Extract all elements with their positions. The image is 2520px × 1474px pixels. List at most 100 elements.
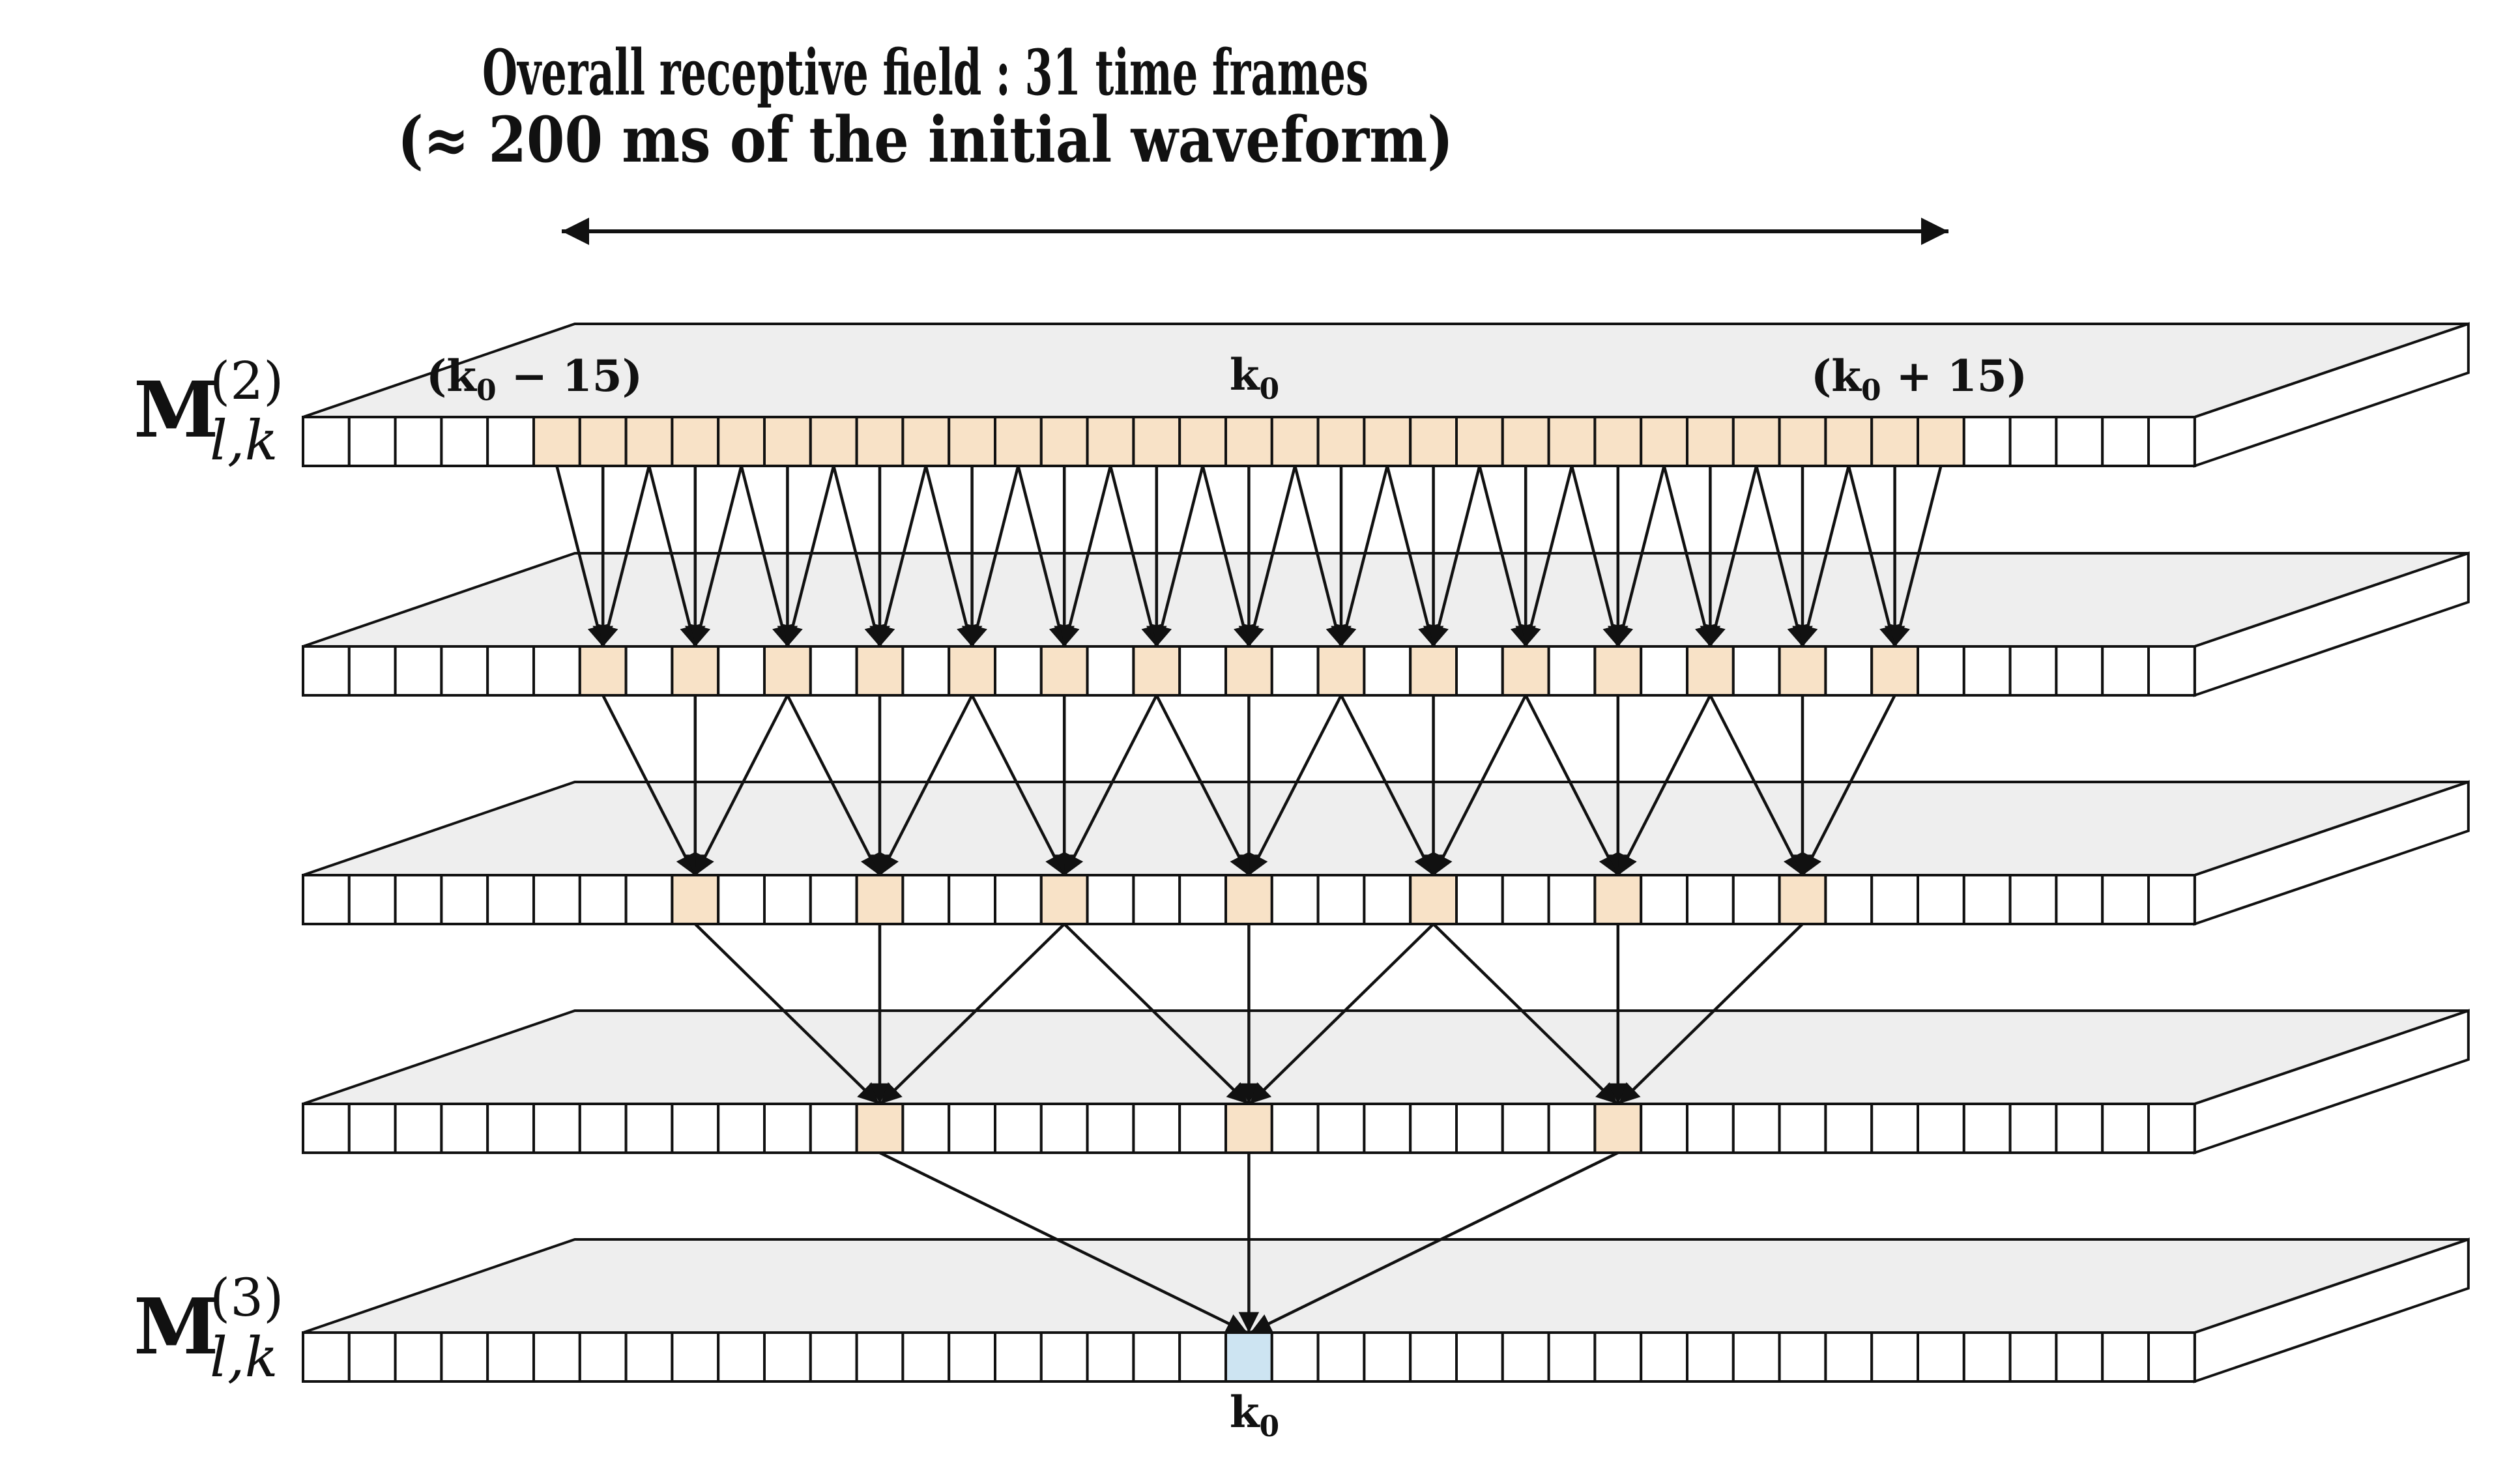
layer-cell: [855, 1331, 905, 1383]
layer-cell: [1962, 416, 2012, 467]
layer-cell: [2147, 645, 2196, 697]
layer-cell: [486, 1331, 536, 1383]
layer-cell: [1778, 1103, 1827, 1154]
layer-cell: [1039, 874, 1089, 925]
layer-cell: [763, 645, 812, 697]
layer-cell: [1086, 645, 1135, 697]
layer-cell: [1778, 645, 1827, 697]
svg-text:M: M: [134, 1281, 219, 1372]
layer-cell: [1686, 645, 1735, 697]
title-line-1: Overall receptive field : 31 time frames: [482, 36, 1369, 109]
frame-label-k0-top: k0: [1230, 349, 1279, 406]
connection-arrow: [1249, 923, 1435, 1105]
layer-cell: [901, 645, 951, 697]
layer-cell: [578, 1103, 628, 1154]
layer-plane-top: [302, 1238, 2469, 1334]
connection-arrow: [1613, 465, 1666, 647]
layer-cell: [624, 1331, 674, 1383]
layer-cell: [1178, 874, 1227, 925]
connection-arrow: [601, 694, 697, 876]
layer-cell: [2008, 416, 2058, 467]
layer-cell: [1178, 416, 1227, 467]
layer-cell: [1731, 1103, 1781, 1154]
layer-cell: [578, 645, 628, 697]
layer-cell: [1778, 1331, 1827, 1383]
layer-cell: [347, 874, 397, 925]
layer-cell: [901, 1103, 951, 1154]
layer-cell: [809, 1103, 858, 1154]
layer-cell: [1363, 645, 1412, 697]
layer-cell: [2055, 1103, 2104, 1154]
layer-plane-top: [302, 781, 2469, 876]
connection-arrow: [1847, 465, 1900, 647]
connection-arrow: [740, 465, 792, 647]
layer-cell: [1455, 1331, 1504, 1383]
layer-cell: [1593, 874, 1643, 925]
layer-cell: [1270, 645, 1320, 697]
layer-cell: [901, 1331, 951, 1383]
layer-cell: [486, 1103, 536, 1154]
layer-cell: [994, 416, 1043, 467]
connection-arrow: [1017, 465, 1069, 647]
layer-cell: [1686, 416, 1735, 467]
layer-cell: [2101, 645, 2150, 697]
layer-cell: [994, 1331, 1043, 1383]
frame-label-k0-plus-15: (k0 + 15): [1811, 351, 2027, 407]
layer-cell: [1640, 416, 1688, 467]
layer-cell: [440, 1331, 489, 1383]
layer-1: [302, 322, 2470, 468]
layer-cell: [302, 645, 351, 697]
layer-cell: [1501, 416, 1550, 467]
layer-cell: [1132, 1103, 1181, 1154]
layer-cell: [1593, 1331, 1643, 1383]
layer-cell: [809, 645, 858, 697]
frame-label-k0-minus-15: (k0 − 15): [426, 351, 643, 407]
connection-arrow: [1155, 694, 1250, 876]
layer-cell: [302, 1103, 351, 1154]
layer-cell: [901, 416, 951, 467]
layer-cell: [717, 416, 766, 467]
layer-cell: [1224, 416, 1273, 467]
layer-cell: [1178, 645, 1227, 697]
connection-arrow: [1108, 465, 1161, 647]
layer-cell: [2147, 416, 2196, 467]
layer-cell: [1686, 1331, 1735, 1383]
connection-arrow: [1248, 694, 1343, 876]
layer-cell: [1640, 645, 1688, 697]
layer-cell: [532, 874, 581, 925]
connection-arrow: [1151, 465, 1204, 647]
layer-cell: [994, 874, 1043, 925]
layer-cell: [1363, 874, 1412, 925]
connection-arrow: [879, 923, 1065, 1105]
connection-arrow: [1890, 465, 1943, 647]
layer-cell: [2101, 1103, 2150, 1154]
connection-arrow: [690, 465, 743, 647]
connection-arrow: [878, 694, 974, 876]
svg-text:(2): (2): [210, 351, 283, 411]
connection-arrow: [1705, 465, 1758, 647]
connection-arrow: [1617, 694, 1712, 876]
layer-cell: [486, 874, 536, 925]
layer-cell: [1917, 416, 1965, 467]
layer-cell: [1270, 416, 1320, 467]
layer-cell: [1731, 416, 1781, 467]
layer-cell: [1870, 416, 1919, 467]
layer-cell: [855, 874, 905, 925]
connection-arrow: [1432, 694, 1528, 876]
layer-cell: [948, 1331, 996, 1383]
layer-cell: [1824, 1331, 1874, 1383]
layer-cell: [440, 416, 489, 467]
layer-cell: [671, 1103, 720, 1154]
layer-cell: [1547, 874, 1597, 925]
layer-cell: [809, 874, 858, 925]
layer-cell: [1686, 874, 1735, 925]
layer-cell: [1640, 1103, 1688, 1154]
connection-arrow: [1662, 465, 1715, 647]
layer-cell: [1316, 645, 1366, 697]
connection-arrow: [924, 465, 977, 647]
connection-arrow: [1428, 465, 1481, 647]
layer-cell: [1039, 1331, 1089, 1383]
layer-cell: [578, 1331, 628, 1383]
layer-cell: [809, 416, 858, 467]
layer-cell: [624, 874, 674, 925]
